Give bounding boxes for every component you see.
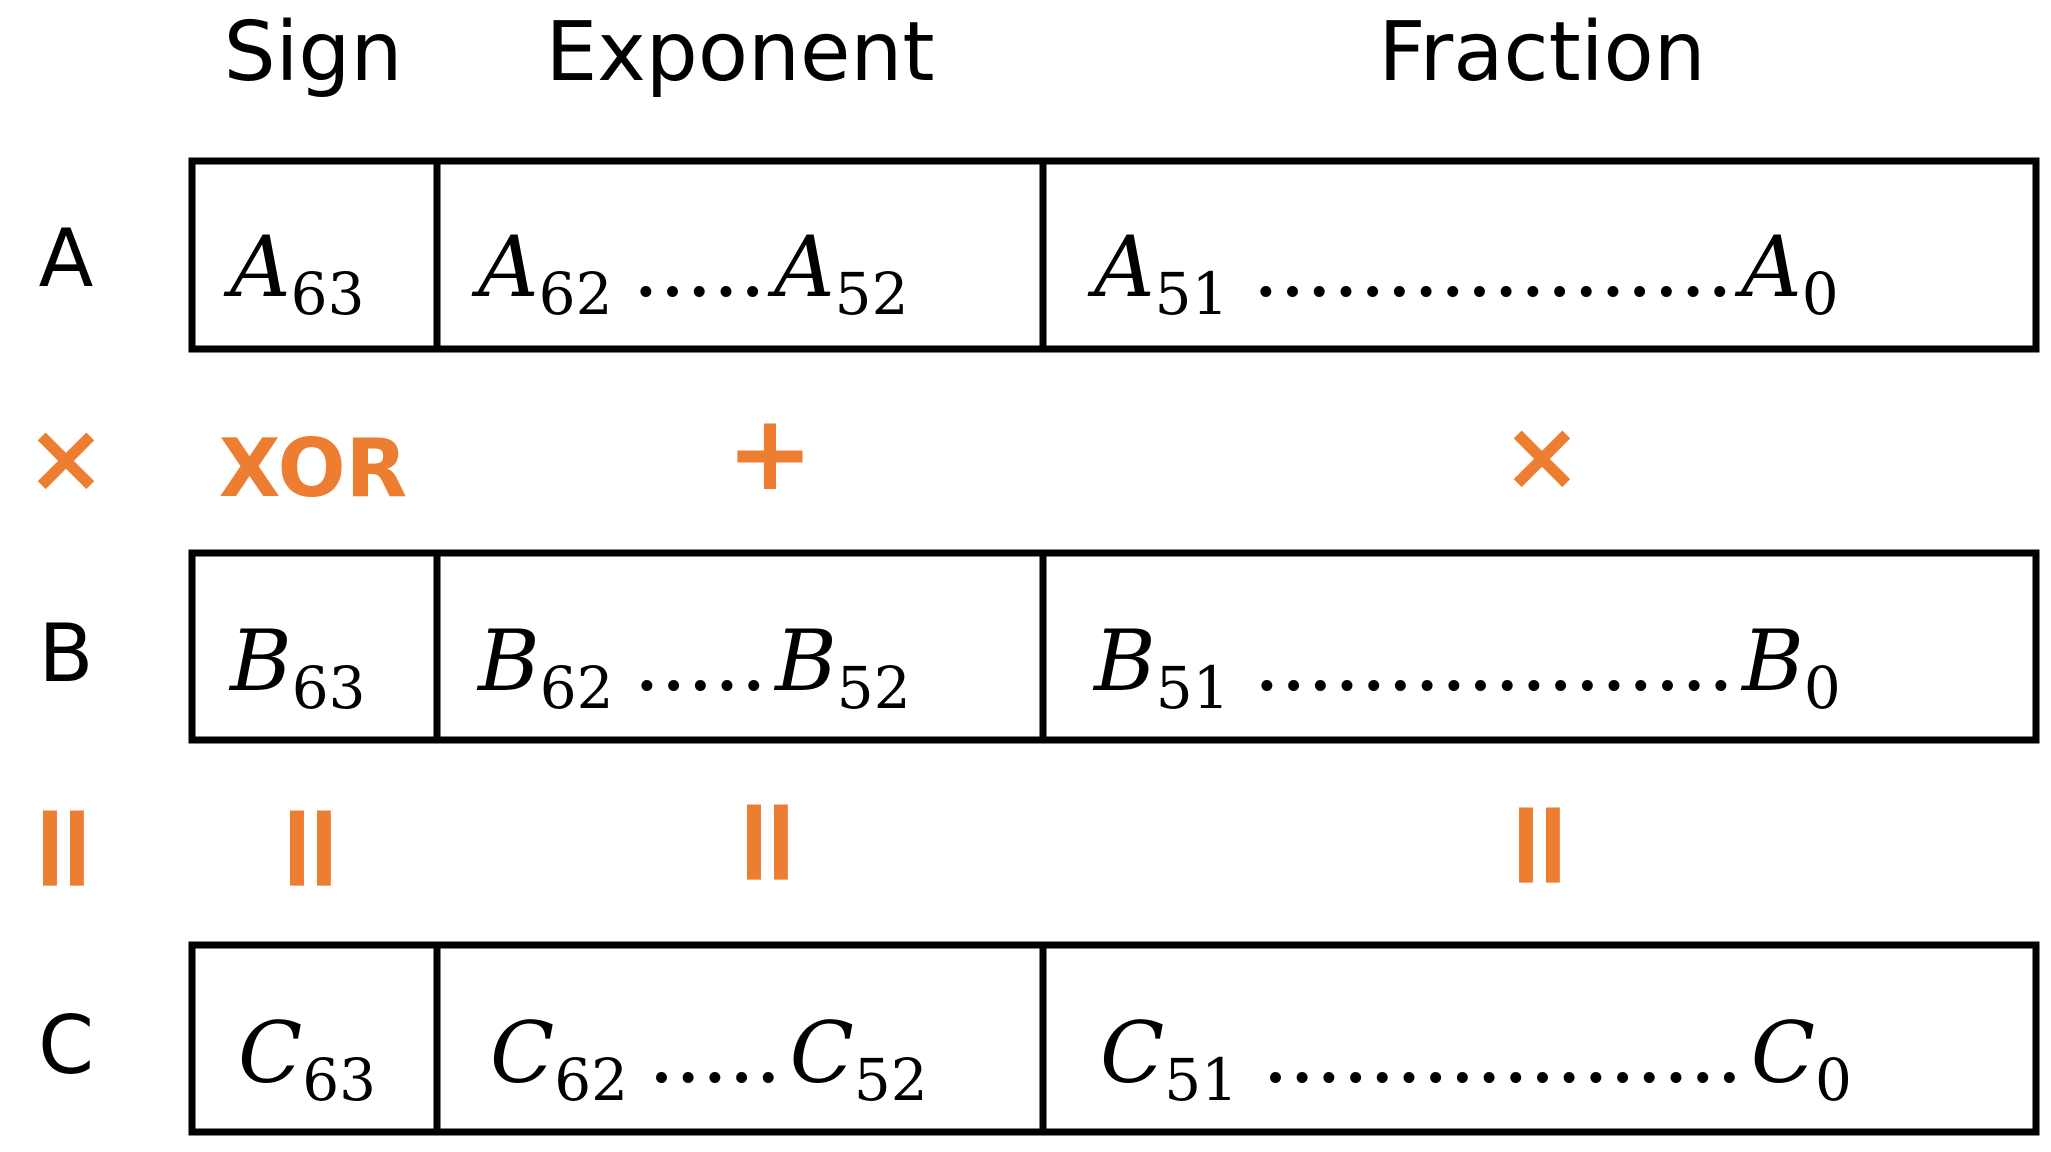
operator-overall-equals-icon: =	[0, 798, 136, 899]
header-sign: Sign	[224, 5, 403, 100]
cell-c-sign: C63	[238, 1004, 376, 1114]
register-b-box	[188, 549, 2040, 744]
cell-c-fraction: C51..................C0	[1100, 1004, 1852, 1114]
cell-b-sign: B63	[228, 612, 366, 722]
register-c-box	[188, 941, 2040, 1136]
operator-overall-multiply-icon: ×	[26, 402, 106, 514]
operator-fraction-equals-icon: =	[1473, 795, 1612, 896]
cell-a-exponent: A62.....A52	[471, 218, 908, 328]
cell-b-exponent: B62.....B52	[476, 612, 911, 722]
cell-c-exponent: C62.....C52	[490, 1004, 928, 1114]
operator-fraction-multiply-icon: ×	[1502, 400, 1582, 512]
register-a: A63 A62.....A52 A51..................A0	[188, 157, 2040, 353]
row-label-a: A	[39, 212, 94, 305]
operator-sign-xor: XOR	[219, 422, 407, 515]
row-label-c: C	[38, 999, 94, 1092]
cell-a-fraction: A51..................A0	[1087, 218, 1839, 328]
cell-a-sign: A63	[223, 218, 364, 328]
operator-sign-equals-icon: =	[244, 798, 383, 899]
operator-exponent-equals-icon: =	[701, 792, 840, 893]
row-label-b: B	[39, 607, 94, 700]
register-b: B63 B62.....B52 B51..................B0	[188, 549, 2040, 744]
operator-exponent-plus-icon: +	[726, 392, 813, 514]
header-exponent: Exponent	[545, 5, 934, 100]
cell-b-fraction: B51..................B0	[1092, 612, 1841, 722]
register-a-box	[188, 157, 2040, 353]
header-fraction: Fraction	[1378, 5, 1705, 100]
register-c: C63 C62.....C52 C51..................C0	[188, 941, 2040, 1136]
